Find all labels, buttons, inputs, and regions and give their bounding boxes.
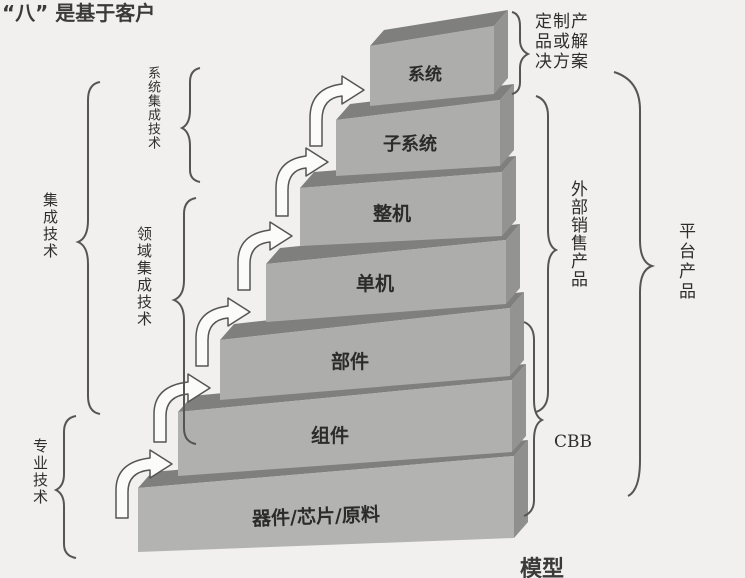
label-line: 决方案 <box>535 52 589 72</box>
bracket-system-integration <box>179 67 201 183</box>
arrow-icon <box>309 75 365 147</box>
left-brackets <box>53 67 201 559</box>
step-front-face <box>370 26 494 106</box>
step-front-face <box>266 240 506 322</box>
step-side-face <box>510 292 524 376</box>
bracket-external-sales <box>535 95 559 413</box>
arrow-icon <box>153 373 211 443</box>
step-side-face <box>514 440 528 538</box>
step-label: 器件/芯片/原料 <box>251 503 381 530</box>
staircase: 器件/芯片/原料 组件 部件 单机 整机 <box>138 10 528 552</box>
step-label: 组件 <box>311 424 349 447</box>
bracket-cbb <box>523 321 545 517</box>
label-custom-product-or-solution: 定制产 品或解 决方案 <box>535 12 589 72</box>
bracket-domain-integration <box>171 197 197 445</box>
step-label: 单机 <box>356 272 394 295</box>
bracket-specialty-tech <box>53 415 77 559</box>
label-cbb: CBB <box>554 432 592 452</box>
step-side-face <box>500 84 514 166</box>
step-front-face <box>336 100 500 176</box>
label-line: 定制产 <box>535 12 589 32</box>
arrow-icon <box>115 449 173 519</box>
header-fragment: “八” 是基于客户 <box>2 1 155 25</box>
step-front-face <box>300 172 502 246</box>
step-side-face <box>502 156 516 236</box>
label-external-sales-product: 外部销售产品 <box>567 180 587 288</box>
progression-arrows <box>115 75 365 519</box>
step-side-face <box>512 364 526 452</box>
step-front-face <box>138 456 514 552</box>
step-label: 子系统 <box>383 133 437 155</box>
step-side-face <box>506 224 520 304</box>
step-front-face <box>178 380 512 476</box>
footer-fragment: 模型 <box>520 557 564 578</box>
step-label: 系统 <box>408 64 442 85</box>
bracket-integration-tech <box>75 81 101 415</box>
arrow-icon <box>275 147 329 217</box>
step-label: 部件 <box>331 350 369 373</box>
arrow-icon <box>237 221 293 291</box>
label-integration-tech: 集成技术 <box>41 192 59 260</box>
label-line: 品或解 <box>535 32 589 52</box>
step-system: 系统 <box>370 10 508 106</box>
bracket-platform <box>613 71 656 497</box>
label-specialty-tech: 专业技术 <box>31 438 49 506</box>
label-domain-integration-tech: 领域集成技术 <box>135 226 153 328</box>
step-side-face <box>494 10 508 94</box>
bracket-custom-solution <box>511 11 531 95</box>
arrow-icon <box>195 297 251 367</box>
step-label: 整机 <box>373 202 411 225</box>
label-platform-product: 平台产品 <box>675 222 695 302</box>
label-system-integration-tech: 系统集成技术 <box>145 66 160 150</box>
step-top-face <box>370 10 508 46</box>
right-brackets <box>511 11 656 517</box>
step-front-face <box>220 308 510 400</box>
